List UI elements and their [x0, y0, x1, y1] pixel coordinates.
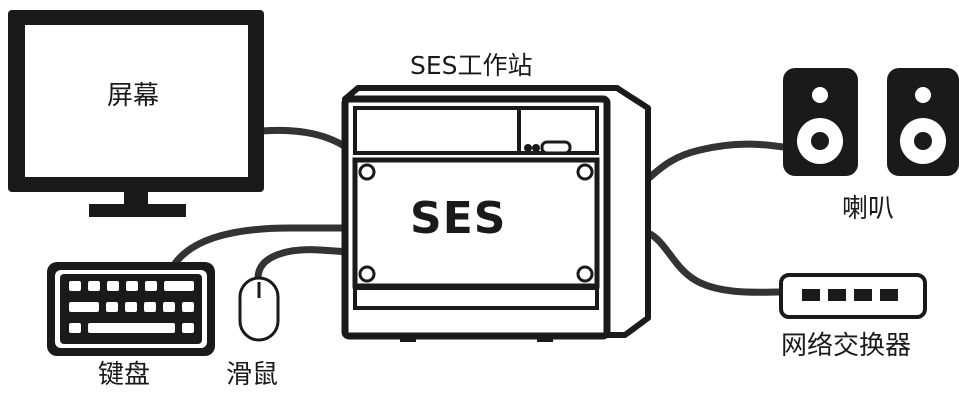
keyboard-label: 键盘	[98, 360, 151, 390]
speaker-right-icon	[887, 68, 959, 176]
cable-workstation-switch	[636, 226, 784, 296]
cable-keyboard-workstation	[166, 224, 354, 276]
workstation-title: SES工作站	[410, 51, 533, 80]
mouse-label: 滑鼠	[226, 360, 279, 390]
cable-workstation-speakers	[636, 140, 794, 189]
keyboard-icon	[47, 262, 215, 356]
cable-monitor-workstation	[258, 126, 354, 154]
cable-mouse-workstation	[254, 246, 354, 282]
mouse-icon	[238, 276, 280, 342]
workstation-brand: SES	[410, 193, 507, 244]
monitor-label: 屏幕	[107, 81, 160, 111]
network-switch-icon	[779, 273, 927, 319]
monitor-icon	[8, 10, 264, 217]
workstation-icon	[341, 85, 651, 342]
switch-label: 网络交换器	[781, 331, 912, 361]
speakers-label: 喇叭	[842, 194, 895, 224]
speaker-left-icon	[783, 68, 858, 176]
